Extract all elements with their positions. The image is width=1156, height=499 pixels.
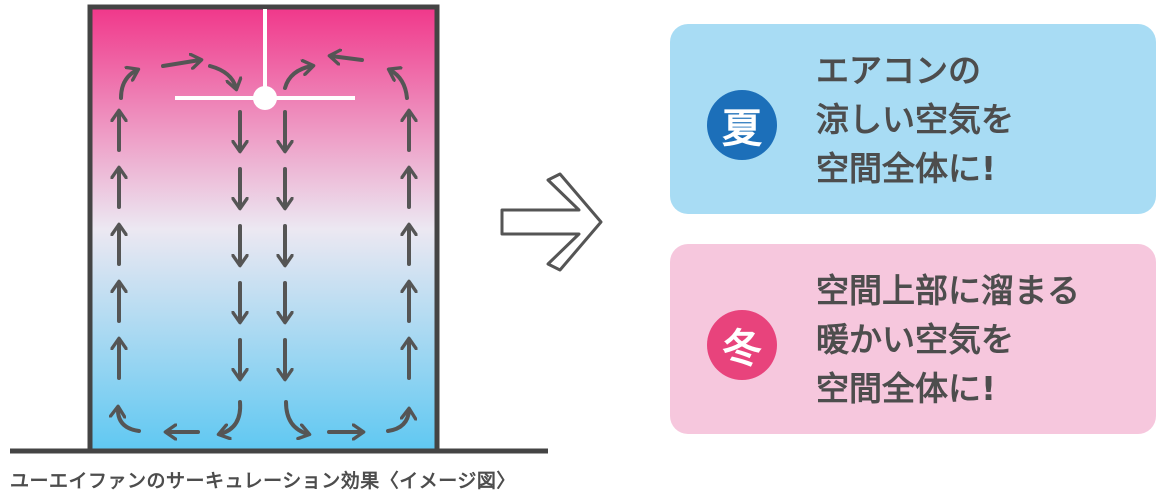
arrow-top-left-up <box>119 70 137 100</box>
winter-line: 暖かい空気を <box>816 320 1014 359</box>
winter-text: 空間上部に溜まる 暖かい空気を 空間全体に! <box>816 266 1146 413</box>
arrow-bottom-curl-left <box>220 400 243 434</box>
summer-card: 夏 エアコンの 涼しい空気を 空間全体に! <box>670 24 1156 214</box>
winter-line: 空間上部に溜まる <box>816 271 1080 310</box>
arrow-top-left <box>331 56 364 60</box>
summer-line: エアコンの <box>816 51 981 90</box>
summer-text: エアコンの 涼しい空気を 空間全体に! <box>816 46 1146 193</box>
arrow-top-to-fan-left <box>208 64 236 88</box>
arrow-bottom-left-up <box>118 408 141 433</box>
summer-badge: 夏 <box>707 90 777 160</box>
arrow-top-right <box>161 60 200 66</box>
arrow-bottom-right-up <box>386 410 409 433</box>
ceiling-fan-icon <box>175 9 355 110</box>
airflow-arrows <box>118 56 409 434</box>
transition-arrow-icon <box>500 172 603 272</box>
winter-card: 冬 空間上部に溜まる 暖かい空気を 空間全体に! <box>670 244 1156 434</box>
winter-badge: 冬 <box>707 310 777 380</box>
arrow-top-right-down <box>390 70 409 100</box>
summer-line: 空間全体に! <box>816 149 997 188</box>
summer-line: 涼しい空気を <box>816 100 1014 139</box>
winter-line: 空間全体に! <box>816 369 997 408</box>
diagram-caption: ユーエイファンのサーキュレーション効果〈イメージ図〉 <box>10 470 516 492</box>
arrow-top-from-fan-right <box>283 66 312 90</box>
arrow-bottom-curl-right <box>284 400 308 434</box>
